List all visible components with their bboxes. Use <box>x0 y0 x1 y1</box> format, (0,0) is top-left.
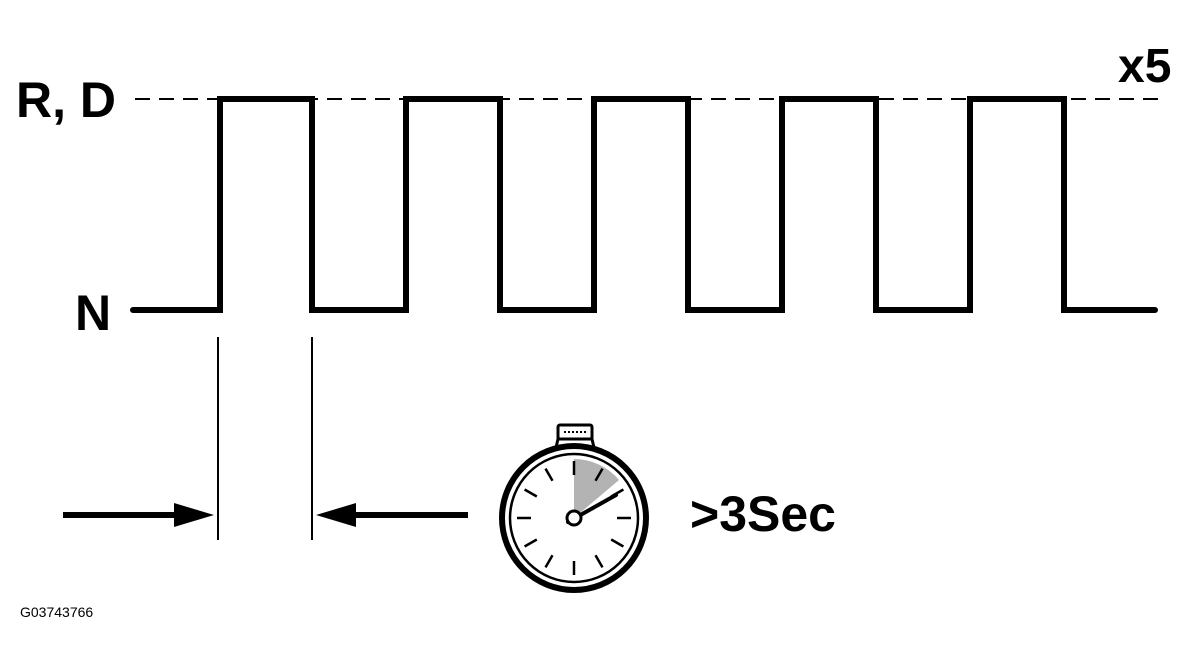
repeat-count-label: x5 <box>1118 40 1171 93</box>
shift-square-wave <box>130 96 1158 313</box>
figure-id: G03743766 <box>20 604 93 620</box>
high-state-label: R, D <box>16 72 116 128</box>
arrow-right-icon <box>63 503 214 527</box>
duration-label: >3Sec <box>690 486 836 542</box>
stopwatch-icon <box>499 423 649 593</box>
low-state-label: N <box>75 285 111 341</box>
arrow-left-icon <box>316 503 468 527</box>
